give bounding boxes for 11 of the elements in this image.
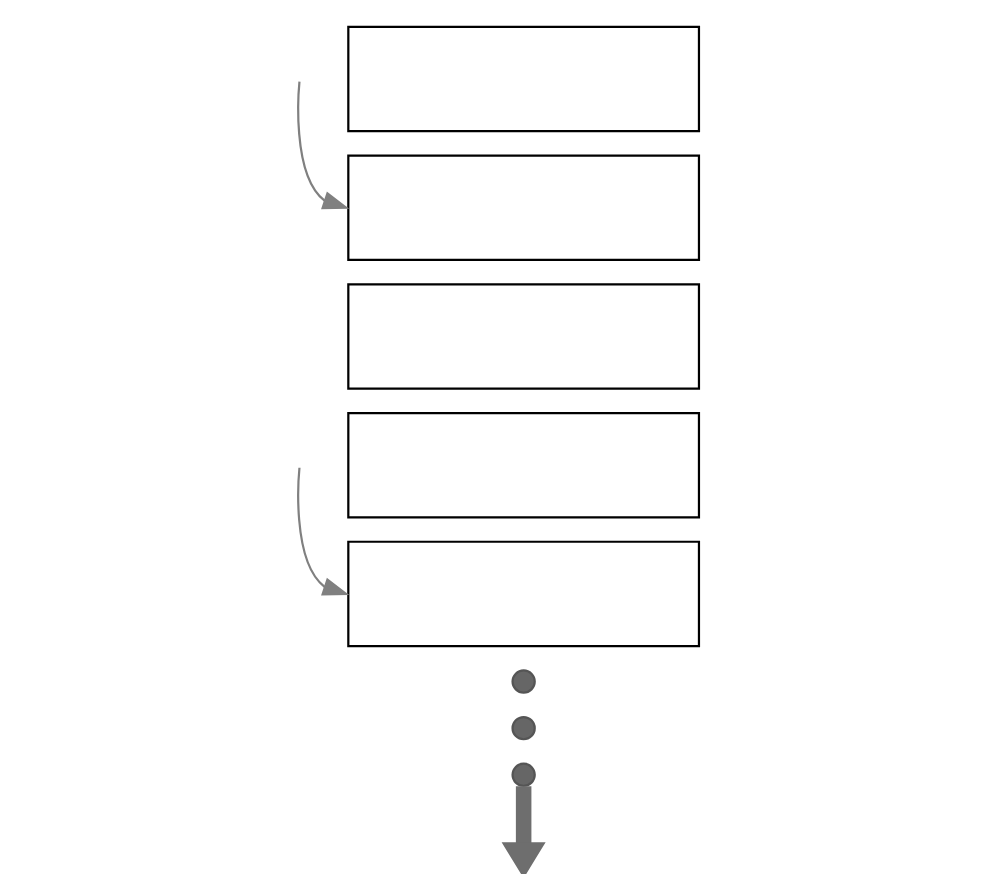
arrow [500,785,545,873]
node-box [346,153,700,260]
node-box [346,410,700,518]
node-box [346,282,700,389]
node-circle [510,668,535,693]
node-circle [510,761,535,786]
node-box [346,539,700,647]
node-box [346,24,700,132]
arrow [296,80,349,209]
node-circle [510,714,535,740]
arrow [296,466,349,595]
